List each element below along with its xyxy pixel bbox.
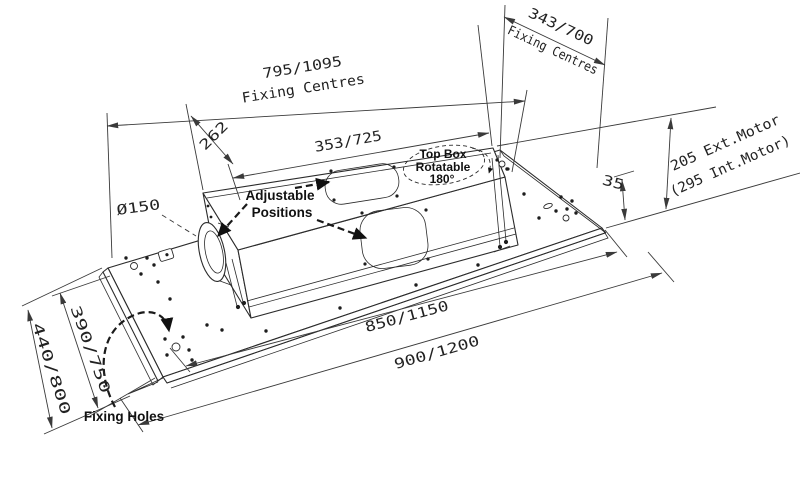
adjustable-arrow-top: [294, 177, 331, 191]
dim-top-fixing: [106, 89, 528, 259]
right-bracket: [491, 154, 511, 253]
duct-diameter-label: Ø150: [116, 197, 162, 219]
fixing-holes-label: Fixing Holes: [84, 409, 164, 424]
topbox-label-line1: Top Box: [419, 147, 466, 161]
dim-440: [21, 267, 131, 435]
dim-35: [613, 170, 635, 221]
dim-900: [119, 251, 675, 433]
topbox-label-line2: Rotatable: [416, 160, 471, 174]
dim-35-value: 35: [600, 173, 625, 194]
rotatable-arrow: [471, 147, 494, 174]
fixing-holes-arrow: [102, 311, 174, 408]
base-plate-right-bevel: [499, 149, 607, 234]
dim-motor-height: [496, 106, 800, 229]
dim-353: [227, 24, 493, 201]
dim-top-fixing-label: Fixing Centres: [241, 71, 366, 106]
dim-390: [51, 275, 156, 417]
dim-right-fixing: [499, 4, 609, 169]
topbox-label-line3: 180°: [430, 172, 455, 186]
dimension-lines: [21, 4, 800, 435]
adjustable-arrow-left: [217, 203, 248, 238]
dim-262: [185, 103, 234, 191]
dim-353-value: 353/725: [313, 128, 383, 156]
adjustable-label-line1: Adjustable: [245, 188, 315, 203]
base-plate-left-tip: [127, 377, 164, 395]
dim-262-value: 262: [196, 118, 231, 153]
adjustable-label-line2: Positions: [252, 205, 313, 220]
duct-leader: [161, 214, 197, 237]
dim-440-value: 440/800: [28, 321, 73, 417]
adjustable-arrow-front: [316, 218, 368, 240]
dim-900-value: 900/1200: [392, 333, 481, 373]
